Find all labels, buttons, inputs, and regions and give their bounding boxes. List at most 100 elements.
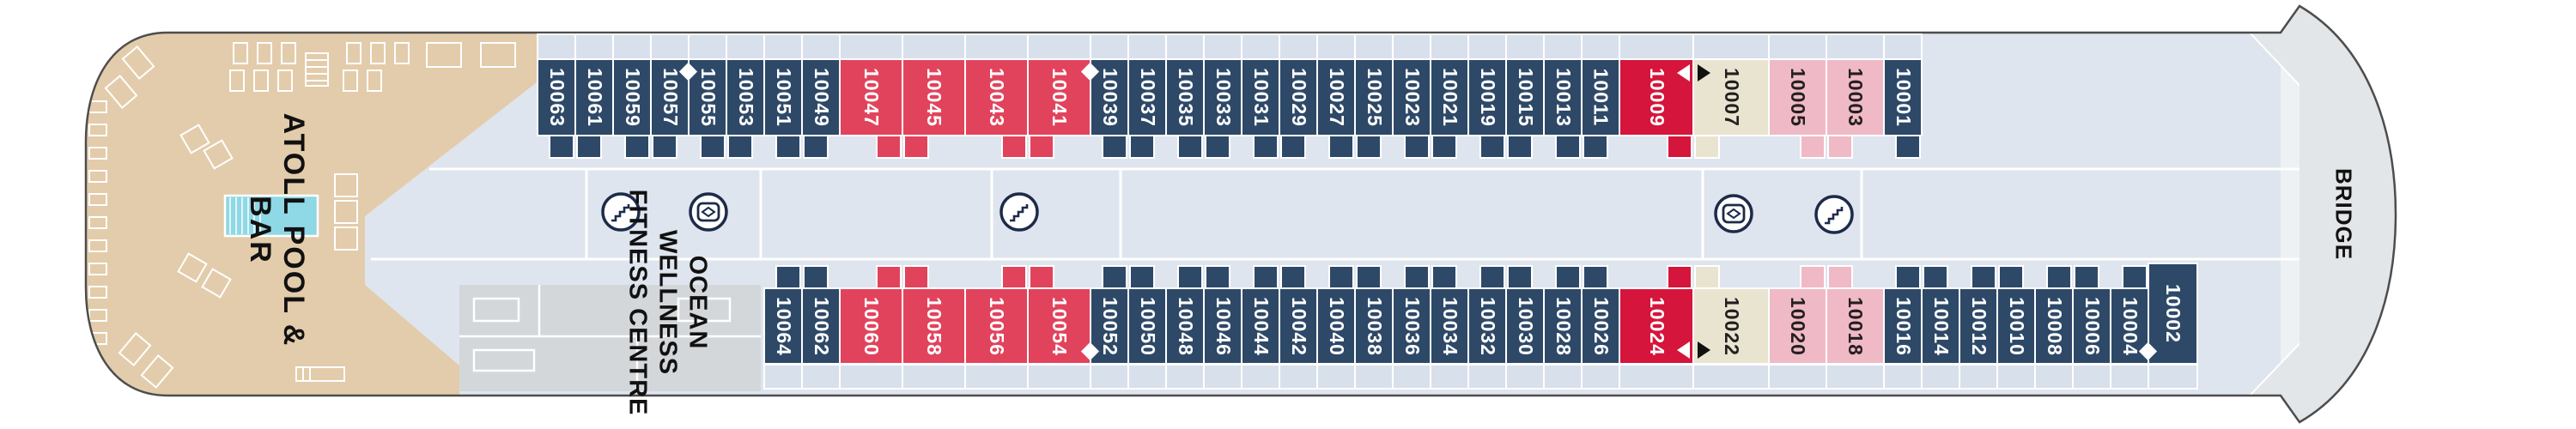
cabin-10021[interactable]: 10021 — [1431, 60, 1467, 135]
cabin-10002[interactable]: 10002 — [2149, 264, 2196, 363]
cabin-10033[interactable]: 10033 — [1205, 60, 1241, 135]
cabin-10036[interactable]: 10036 — [1394, 289, 1430, 363]
cabin-10019[interactable]: 10019 — [1469, 60, 1505, 135]
cabin-number: 10032 — [1476, 296, 1499, 356]
cabin-entry-tab — [1557, 267, 1579, 289]
cabin-10018[interactable]: 10018 — [1827, 289, 1883, 363]
cabin-10042[interactable]: 10042 — [1280, 289, 1316, 363]
cabin-entry-tab — [1924, 267, 1947, 289]
cabin-10012[interactable]: 10012 — [1960, 289, 1996, 363]
balcony-cell — [803, 366, 839, 388]
cabin-number: 10037 — [1136, 68, 1159, 127]
balcony-cell — [538, 35, 574, 58]
balcony-cell — [1394, 35, 1430, 58]
cabin-number: 10009 — [1645, 68, 1668, 127]
black-triangle-marker — [1698, 64, 1710, 82]
cabin-10027[interactable]: 10027 — [1318, 60, 1354, 135]
cabin-10038[interactable]: 10038 — [1356, 289, 1392, 363]
balcony-cell — [1280, 366, 1316, 388]
cabin-entry-tab — [550, 135, 573, 157]
cabin-number: 10015 — [1514, 68, 1537, 127]
cabin-10060[interactable]: 10060 — [841, 289, 902, 363]
cabin-10034[interactable]: 10034 — [1431, 289, 1467, 363]
cabin-10044[interactable]: 10044 — [1242, 289, 1279, 363]
cabin-10043[interactable]: 10043 — [966, 60, 1027, 135]
balcony-cell — [1356, 366, 1392, 388]
cabin-10059[interactable]: 10059 — [614, 60, 650, 135]
cabin-10026[interactable]: 10026 — [1583, 289, 1619, 363]
cabin-10063[interactable]: 10063 — [538, 60, 574, 135]
white-triangle-marker — [1677, 64, 1690, 82]
cabin-10001[interactable]: 10001 — [1885, 60, 1921, 135]
cabin-10014[interactable]: 10014 — [1923, 289, 1959, 363]
cabin-10047[interactable]: 10047 — [841, 60, 902, 135]
cabin-10051[interactable]: 10051 — [765, 60, 801, 135]
cabin-10064[interactable]: 10064 — [765, 289, 801, 363]
cabin-10029[interactable]: 10029 — [1280, 60, 1316, 135]
cabin-10016[interactable]: 10016 — [1885, 289, 1921, 363]
balcony-cell — [765, 366, 801, 388]
cabin-10050[interactable]: 10050 — [1129, 289, 1165, 363]
black-triangle-marker — [1698, 341, 1710, 359]
cabin-10010[interactable]: 10010 — [1998, 289, 2034, 363]
cabin-number: 10018 — [1844, 296, 1867, 356]
cabin-10013[interactable]: 10013 — [1545, 60, 1581, 135]
cabin-10049[interactable]: 10049 — [803, 60, 839, 135]
cabin-10005[interactable]: 10005 — [1770, 60, 1826, 135]
balcony-cell — [1280, 35, 1316, 58]
fitness-centre-label-line2: FITNESS CENTRE — [623, 189, 652, 416]
balcony-cell — [690, 35, 726, 58]
cabin-10058[interactable]: 10058 — [903, 289, 964, 363]
cabin-10048[interactable]: 10048 — [1167, 289, 1203, 363]
cabin-10011[interactable]: 10011 — [1583, 60, 1619, 135]
cabin-10008[interactable]: 10008 — [2036, 289, 2072, 363]
cabin-10003[interactable]: 10003 — [1827, 60, 1883, 135]
cabin-entry-tab — [805, 267, 827, 289]
cabin-10054[interactable]: 10054 — [1029, 289, 1090, 363]
cabin-10020[interactable]: 10020 — [1770, 289, 1826, 363]
cabin-entry-tab — [1003, 135, 1025, 157]
balcony-cell — [2074, 366, 2110, 388]
cabin-entry-tab — [2075, 267, 2098, 289]
cabin-10046[interactable]: 10046 — [1205, 289, 1241, 363]
cabin-10028[interactable]: 10028 — [1545, 289, 1581, 363]
cabin-number: 10001 — [1892, 68, 1915, 127]
cabin-number: 10012 — [1967, 296, 1990, 356]
balcony-cell — [576, 35, 612, 58]
cabin-10032[interactable]: 10032 — [1469, 289, 1505, 363]
cabin-10037[interactable]: 10037 — [1129, 60, 1165, 135]
cabin-number: 10055 — [696, 68, 720, 127]
cabin-10053[interactable]: 10053 — [727, 60, 763, 135]
cabin-10040[interactable]: 10040 — [1318, 289, 1354, 363]
cabin-10030[interactable]: 10030 — [1507, 289, 1543, 363]
fitness-centre-label-line1: OCEAN WELLNESS — [653, 229, 712, 376]
cabin-10031[interactable]: 10031 — [1242, 60, 1279, 135]
cabin-number: 10005 — [1787, 68, 1809, 127]
cabin-10035[interactable]: 10035 — [1167, 60, 1203, 135]
cabin-entry-tab — [702, 135, 724, 157]
cabin-10025[interactable]: 10025 — [1356, 60, 1392, 135]
cabin-entry-tab — [2000, 267, 2022, 289]
balcony-cell — [2149, 366, 2196, 388]
cabin-10023[interactable]: 10023 — [1394, 60, 1430, 135]
cabin-entry-tab — [1255, 267, 1277, 289]
cabin-10006[interactable]: 10006 — [2074, 289, 2110, 363]
cabin-10061[interactable]: 10061 — [576, 60, 612, 135]
cabin-entry-tab — [1481, 135, 1504, 157]
balcony-cell — [1694, 366, 1768, 388]
cabin-10062[interactable]: 10062 — [803, 289, 839, 363]
cabin-10015[interactable]: 10015 — [1507, 60, 1543, 135]
cabin-10045[interactable]: 10045 — [903, 60, 964, 135]
cabin-10041[interactable]: 10041 — [1029, 60, 1090, 135]
cabin-entry-tab — [1557, 135, 1579, 157]
cabin-number: 10047 — [860, 68, 883, 127]
cabin-10056[interactable]: 10056 — [966, 289, 1027, 363]
cabin-number: 10002 — [2162, 284, 2184, 343]
cabin-number: 10042 — [1287, 296, 1310, 356]
cabin-number: 10048 — [1174, 296, 1197, 356]
cabin-entry-tab — [1030, 267, 1053, 289]
cabin-entry-tab — [1406, 267, 1428, 289]
cabin-entry-tab — [1406, 135, 1428, 157]
cabin-entry-tab — [1972, 267, 1995, 289]
